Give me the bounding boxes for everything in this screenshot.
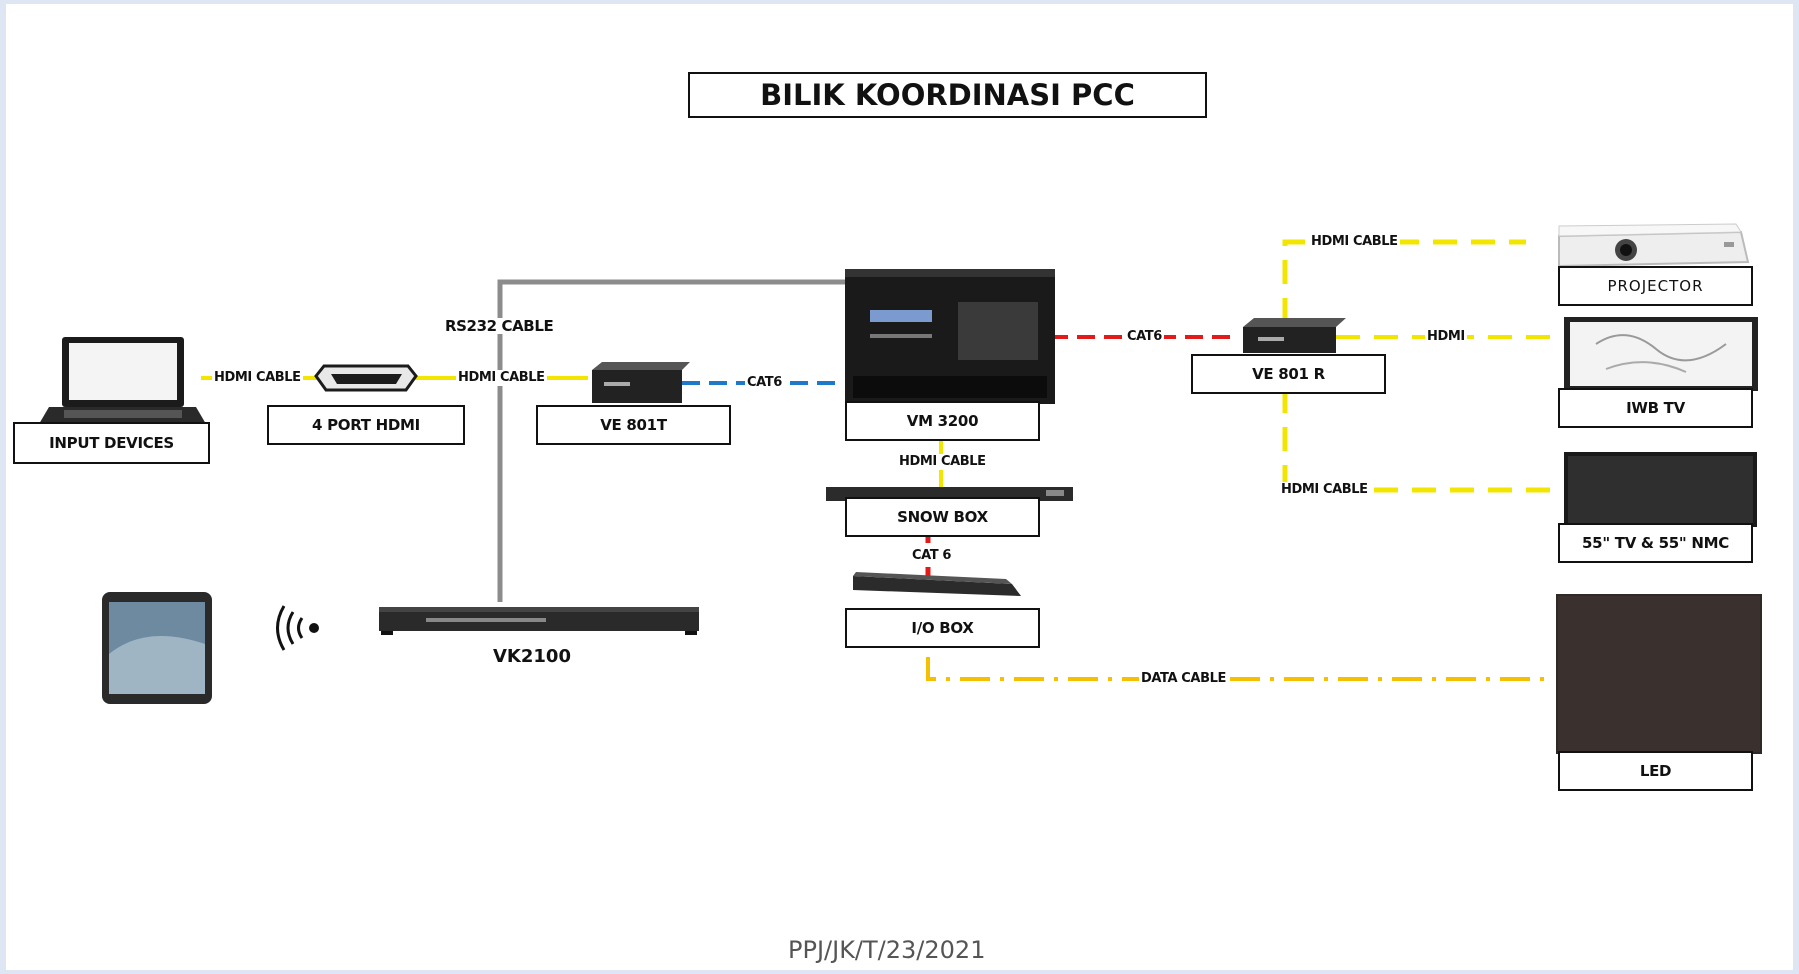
hdmi-cable-label-vm: HDMI CABLE — [897, 454, 988, 470]
hdmi-cable-label-2: HDMI CABLE — [456, 370, 547, 386]
io-box-icon — [853, 572, 1021, 596]
rs232-line — [497, 279, 845, 602]
vm3200-box: VM 3200 — [845, 401, 1040, 441]
hdmi-cable-label-tv: HDMI CABLE — [1279, 482, 1370, 498]
tv-nmc-box: 55" TV & 55" NMC — [1558, 523, 1753, 563]
slide: BILIK KOORDINASI PCC INPUT DEVICES 4 POR… — [6, 4, 1793, 970]
extender-icon — [592, 362, 690, 403]
cat6-label-a: CAT6 — [745, 375, 784, 391]
hdmi-label-iwb: HDMI — [1425, 329, 1467, 345]
wifi-signal-icon — [276, 605, 319, 651]
projector-icon — [1558, 223, 1750, 268]
ve801t-box: VE 801T — [536, 405, 731, 445]
data-cable-label: DATA CABLE — [1139, 671, 1228, 687]
page-title: BILIK KOORDINASI PCC — [688, 72, 1207, 118]
footer-reference: PPJ/JK/T/23/2021 — [788, 936, 986, 964]
rs232-cable-label: RS232 CABLE — [443, 317, 556, 335]
iwb-tv-box: IWB TV — [1558, 388, 1753, 428]
io-box-box: I/O BOX — [845, 608, 1040, 648]
hdmi-cable-label-projector: HDMI CABLE — [1309, 234, 1400, 250]
receiver-icon — [1243, 318, 1346, 353]
connection-diagram — [39, 223, 1762, 754]
cat6-label-io: CAT 6 — [910, 548, 954, 564]
matrix-switch-icon — [845, 269, 1055, 404]
data-cable-line — [926, 657, 1546, 681]
iwb-screen-icon — [1564, 317, 1758, 391]
hdmi-switch-box: 4 PORT HDMI — [267, 405, 465, 445]
hdmi-cable-label-1: HDMI CABLE — [212, 370, 303, 386]
hdmi-line-tv — [1282, 389, 1551, 493]
laptop-icon — [39, 337, 206, 424]
led-box: LED — [1558, 751, 1753, 791]
hdmi-line-projector — [1282, 239, 1526, 322]
vk2100-label: VK2100 — [493, 646, 571, 667]
cat6-label-b: CAT6 — [1125, 329, 1164, 345]
projector-box: PROJECTOR — [1558, 266, 1753, 306]
tablet-icon — [102, 592, 212, 704]
hdmi-port-icon — [314, 364, 418, 392]
tv-screen-icon — [1564, 452, 1757, 527]
snow-box-box: SNOW BOX — [845, 497, 1040, 537]
controller-icon — [379, 607, 699, 635]
ve801r-box: VE 801 R — [1191, 354, 1386, 394]
led-wall-icon — [1556, 594, 1762, 754]
input-devices-box: INPUT DEVICES — [13, 422, 210, 464]
